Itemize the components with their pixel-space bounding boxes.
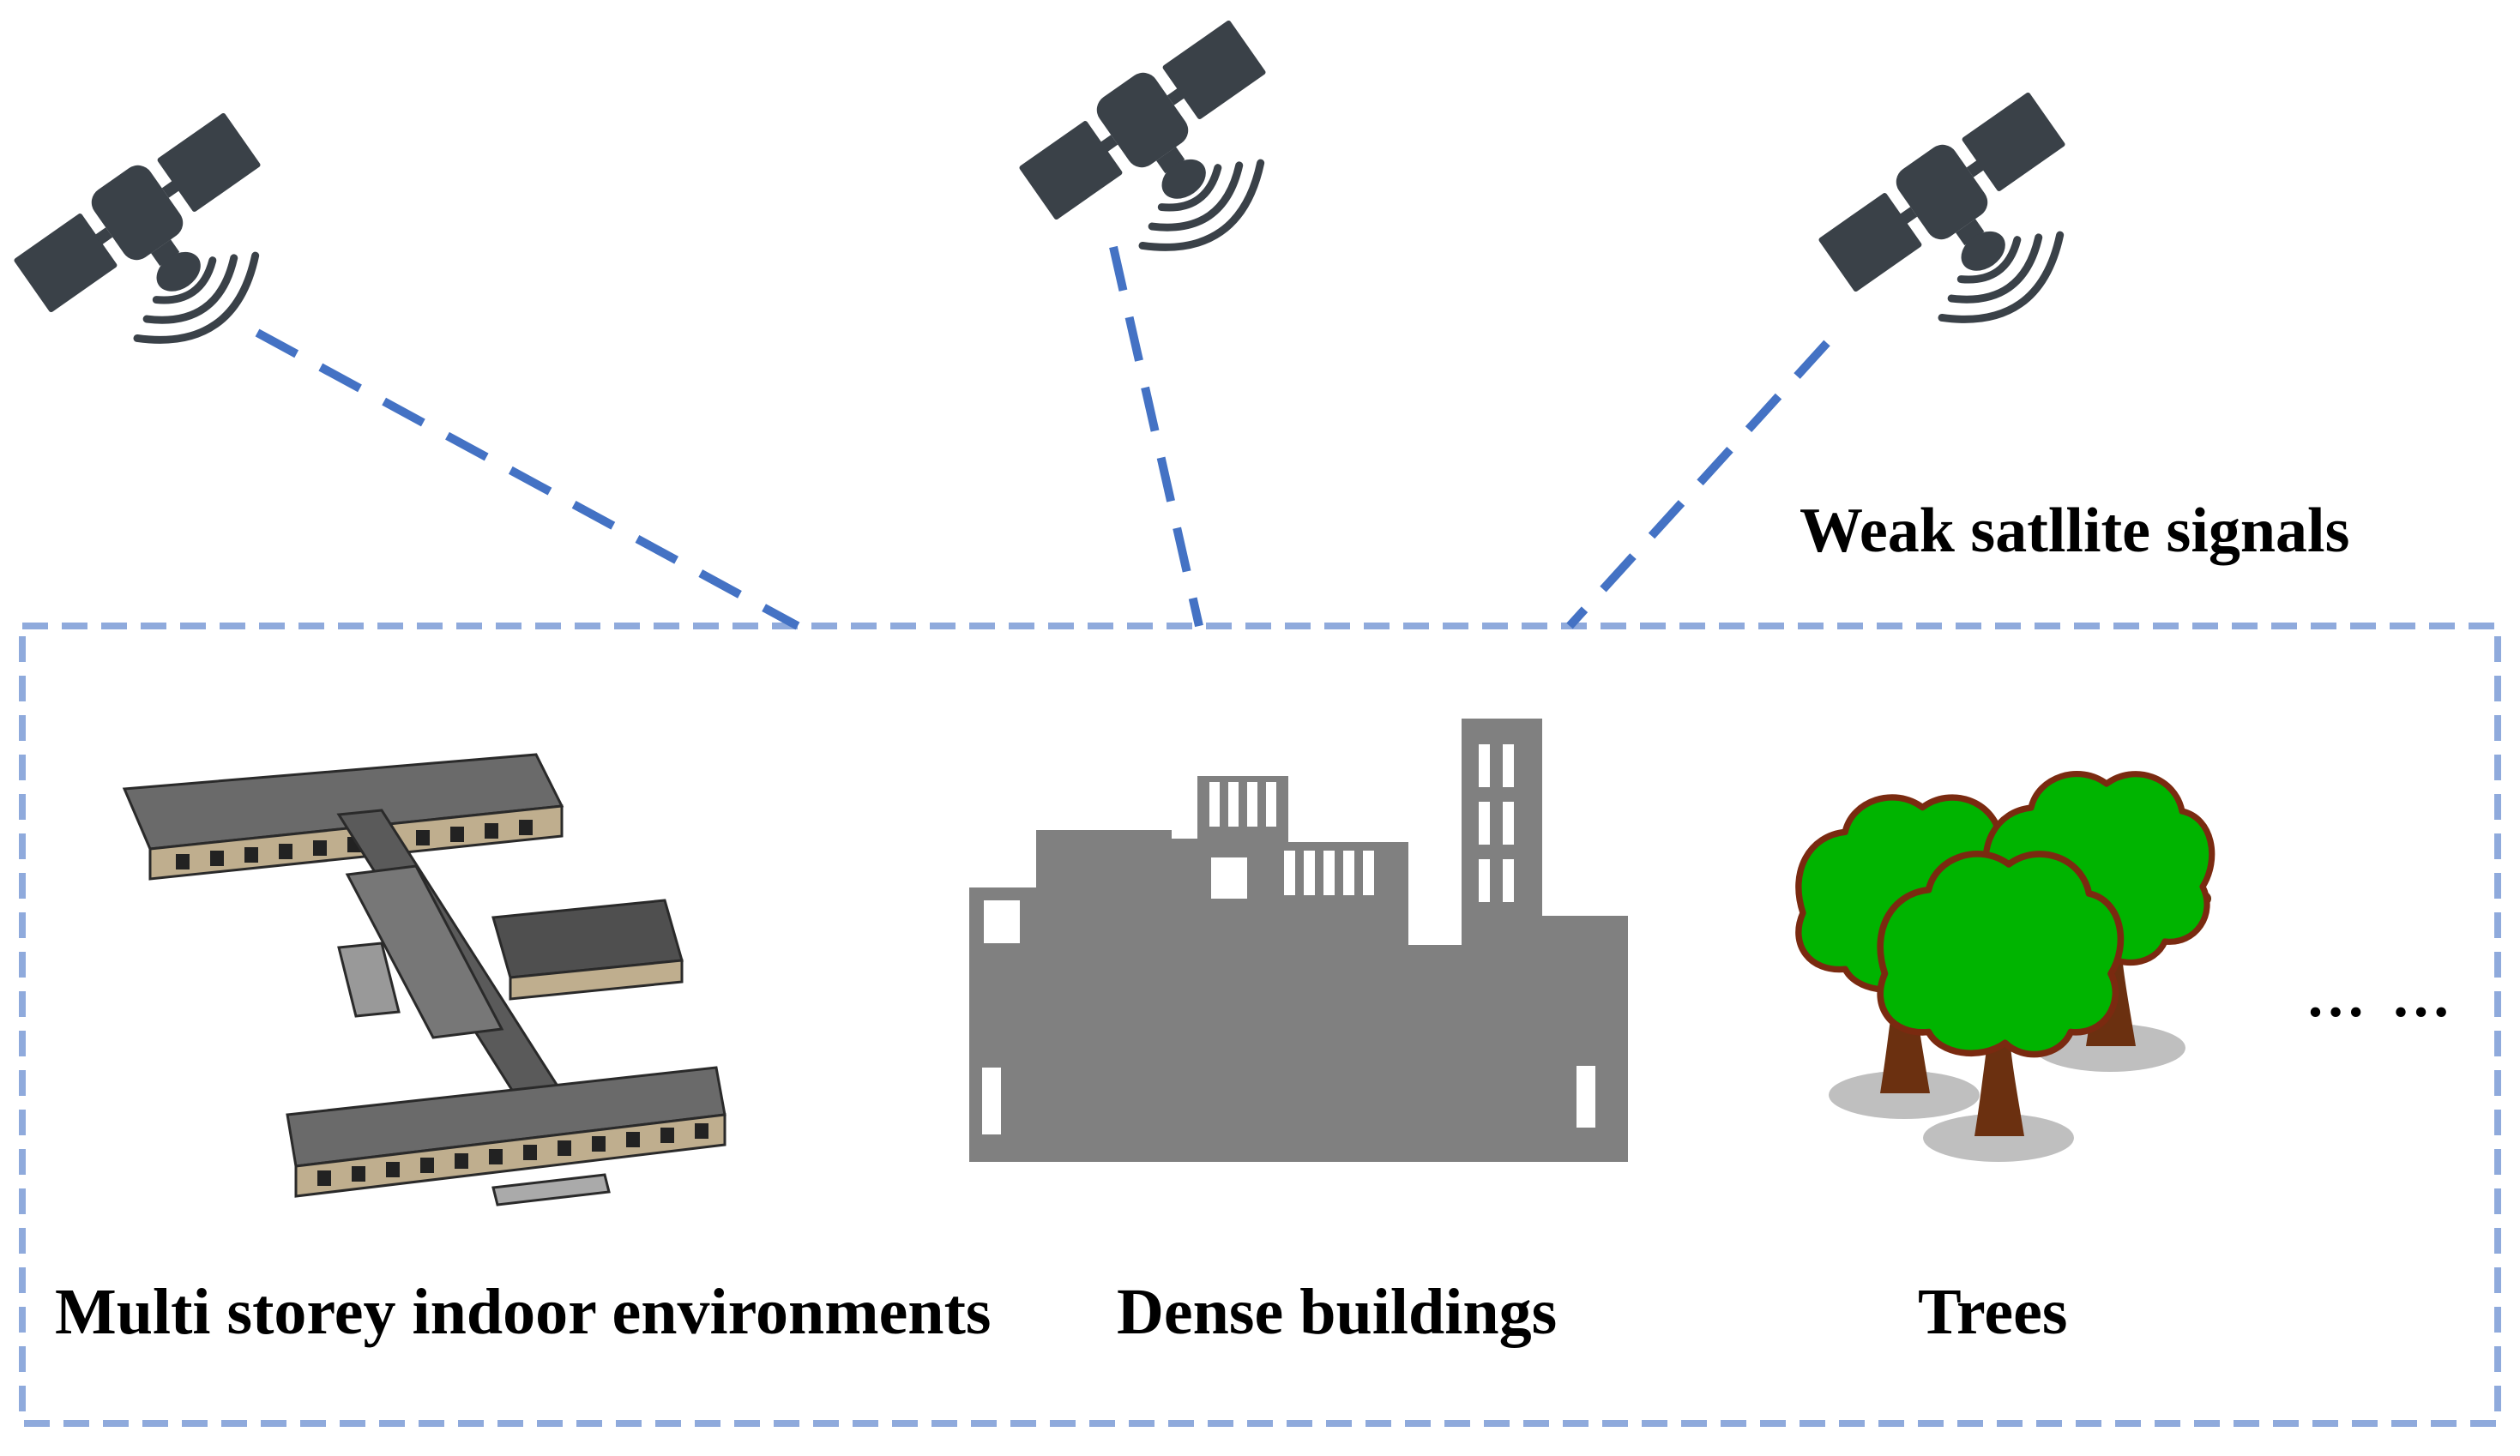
label-indoor-environments: Multi storey indoor environments xyxy=(55,1276,992,1348)
signal-line-right xyxy=(1566,340,1830,629)
environment-frame xyxy=(19,623,2501,1427)
satellite-icon xyxy=(9,105,321,399)
label-weak-signals: Weak satllite signals xyxy=(1800,496,2350,566)
label-trees: Trees xyxy=(1918,1276,2068,1348)
label-ellipsis: … … xyxy=(2306,964,2457,1030)
signal-line-left xyxy=(255,328,800,630)
satellite-icon xyxy=(1813,85,2125,378)
signal-line-center xyxy=(1109,245,1203,628)
satellite-icon xyxy=(1014,13,1326,306)
city-buildings-icon xyxy=(969,719,1628,1162)
floorplan-3d-icon xyxy=(122,753,726,1206)
trees-icon xyxy=(1799,774,2212,1162)
signal-lines xyxy=(255,245,1830,630)
label-dense-buildings: Dense buildings xyxy=(1117,1276,1558,1348)
